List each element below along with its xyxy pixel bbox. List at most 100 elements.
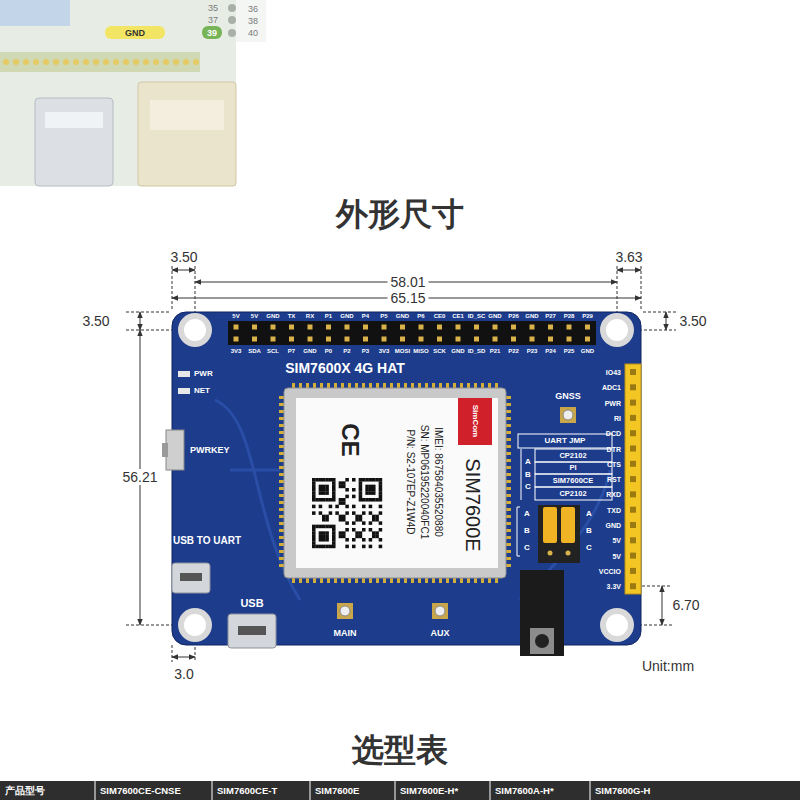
pin-label: RXD xyxy=(606,491,621,498)
pin-number: 37 xyxy=(208,16,218,25)
qr-module xyxy=(319,505,323,509)
pin xyxy=(630,400,636,406)
pin-label: GND xyxy=(396,313,409,319)
qr-module xyxy=(352,521,356,525)
pin xyxy=(630,583,636,589)
qr-module xyxy=(375,531,379,535)
usb-slot xyxy=(45,112,103,128)
qr-module xyxy=(359,498,363,502)
pin-label: RX xyxy=(306,313,314,319)
header-strip xyxy=(0,52,200,72)
pin-label: 3V3 xyxy=(231,348,242,354)
pin xyxy=(363,325,368,330)
pin-label: DTR xyxy=(607,445,621,452)
qr-module xyxy=(352,478,356,482)
qr-module xyxy=(352,495,356,499)
table-cell: SIM7600CE-CNSE xyxy=(100,786,181,796)
pin xyxy=(193,59,199,65)
extension-line xyxy=(172,266,641,312)
pin xyxy=(326,337,331,342)
pin xyxy=(630,461,636,467)
section-heading: 外形尺寸 xyxy=(336,198,464,230)
pin xyxy=(630,476,636,482)
qr-module xyxy=(325,545,329,549)
table-cell: SIM7600G-H xyxy=(595,786,650,796)
qr-module xyxy=(325,488,329,492)
pin-label: P7 xyxy=(288,348,295,354)
pin xyxy=(103,59,109,65)
pin-label: RST xyxy=(607,476,621,483)
pin-label: IO43 xyxy=(606,369,621,376)
switch-label: PWRKEY xyxy=(190,446,230,455)
dimension-line xyxy=(172,657,195,658)
qr-module xyxy=(319,545,323,549)
qr-module xyxy=(312,528,316,532)
pin xyxy=(530,325,535,330)
jumper-cap xyxy=(561,507,575,543)
pin xyxy=(53,59,59,65)
pin-label: GND xyxy=(605,522,621,529)
pin-label: GND xyxy=(525,313,538,319)
qr-module xyxy=(332,545,336,549)
pin xyxy=(23,59,29,65)
pin-number: 40 xyxy=(248,29,258,38)
pin-label: ID_SC xyxy=(468,313,486,319)
qr-module xyxy=(362,521,366,525)
qr-module xyxy=(379,528,383,532)
qr-module xyxy=(369,498,373,502)
module-text: SN: MP06195220040FC1 xyxy=(419,425,429,540)
qr-code xyxy=(312,478,382,548)
dimension-value: 56.21 xyxy=(119,469,160,485)
pin xyxy=(228,29,236,37)
qr-module xyxy=(319,488,323,492)
audio-jack-ring xyxy=(530,628,554,654)
qr-module xyxy=(365,485,369,489)
table-cell: CP2102 xyxy=(559,490,586,498)
qr-module xyxy=(372,491,376,495)
ce-mark: CE xyxy=(338,423,362,456)
jumper-letter: A xyxy=(586,510,592,518)
pin xyxy=(630,369,636,375)
jumper-letter: C xyxy=(524,544,530,552)
qr-module xyxy=(312,485,316,489)
table-cell: SIM7600E xyxy=(315,786,359,796)
qr-module xyxy=(325,518,329,522)
pin-label: P0 xyxy=(325,348,332,354)
qr-module xyxy=(335,505,339,509)
qr-module xyxy=(332,478,336,482)
qr-module xyxy=(312,498,316,502)
pin-label: CTS xyxy=(607,460,621,467)
qr-module xyxy=(329,545,333,549)
uart-jmp-table xyxy=(518,434,612,500)
qr-module xyxy=(339,498,343,502)
dimension-line xyxy=(140,312,141,330)
pin xyxy=(252,325,257,330)
jumper-letter: B xyxy=(586,527,592,535)
pin-label: P6 xyxy=(417,313,424,319)
pin-label: P4 xyxy=(362,313,369,319)
qr-module xyxy=(339,485,343,489)
pin-label: 5V xyxy=(612,552,621,559)
header-pins xyxy=(3,59,199,65)
qr-module xyxy=(325,478,329,482)
port-label: USB TO UART xyxy=(173,536,241,546)
pin-label: P24 xyxy=(545,348,556,354)
pin xyxy=(123,59,129,65)
jumper-letter: C xyxy=(586,544,592,552)
qr-module xyxy=(379,505,383,509)
pin xyxy=(630,384,636,390)
pin-label: GND xyxy=(451,348,464,354)
antenna-label: MAIN xyxy=(334,629,357,638)
qr-module xyxy=(352,488,356,492)
pin-number: 35 xyxy=(208,4,218,13)
pin xyxy=(308,325,313,330)
qr-module xyxy=(325,515,329,519)
pin-label: 5V xyxy=(251,313,258,319)
qr-module xyxy=(345,521,349,525)
qr-module xyxy=(365,478,369,482)
micro-usb xyxy=(228,614,276,648)
qr-module xyxy=(315,498,319,502)
pin xyxy=(234,337,239,342)
pin xyxy=(567,337,572,342)
qr-module xyxy=(345,538,349,542)
